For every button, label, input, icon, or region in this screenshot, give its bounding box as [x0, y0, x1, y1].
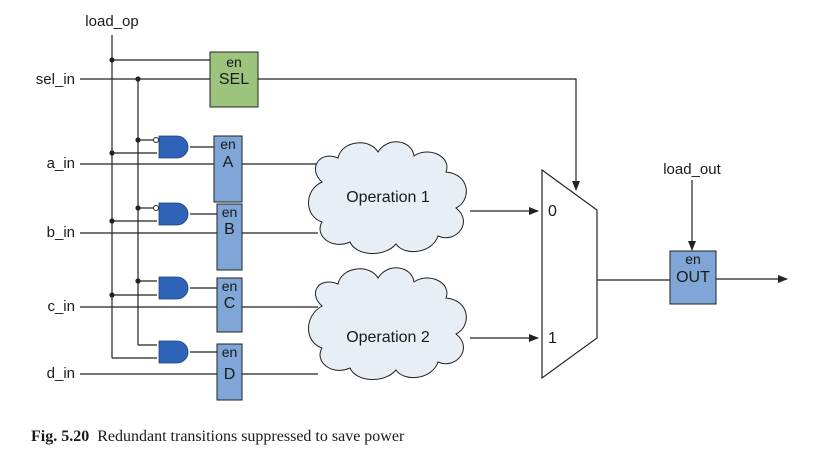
figure-caption: Fig. 5.20 Redundant transitions suppresse…	[31, 428, 404, 446]
junction-dots	[109, 57, 141, 298]
wires	[80, 35, 788, 375]
load-op-label: load_op	[85, 13, 138, 30]
junction-dot	[109, 292, 115, 298]
register-d-en-label: en	[222, 344, 238, 360]
register-sel-en-label: en	[226, 54, 242, 70]
junction-dot	[109, 57, 115, 63]
register-a: en A	[213, 135, 243, 203]
signal-labels: load_op sel_in a_in b_in c_in d_in load_…	[36, 13, 722, 382]
operation-1-label: Operation 1	[346, 189, 430, 206]
operation-clouds: Operation 1 Operation 2	[308, 141, 467, 380]
and-gate-a	[153, 135, 189, 159]
sel-in-label: sel_in	[36, 71, 75, 88]
mux-icon	[541, 168, 598, 380]
cloud-icon	[308, 141, 467, 254]
register-c-name: C	[224, 295, 236, 312]
and-gate-d	[158, 340, 189, 364]
register-out-name: OUT	[676, 269, 710, 286]
and-gates	[153, 135, 189, 364]
register-sel: en SEL	[209, 51, 259, 108]
multiplexer: 0 1	[541, 168, 598, 380]
and-gate-icon	[158, 202, 189, 226]
operation-2-cloud: Operation 2	[308, 267, 467, 380]
cloud-icon	[308, 267, 467, 380]
register-d-name: D	[224, 366, 236, 383]
junction-dot	[109, 218, 115, 224]
and-gate-icon	[158, 340, 189, 364]
register-c: en C	[216, 277, 243, 333]
sel-to-mux-wire	[258, 78, 580, 191]
register-b: en B	[216, 203, 243, 271]
registers: en SEL en A en B en C en D en OUT	[209, 51, 717, 401]
register-out-en-label: en	[685, 251, 701, 267]
and-gate-icon	[158, 135, 189, 159]
figure-caption-label: Fig. 5.20	[31, 428, 90, 445]
junction-dot	[109, 150, 115, 156]
inverter-bubble-icon	[153, 205, 159, 211]
and-gate-b	[153, 202, 189, 226]
a-in-label: a_in	[47, 155, 75, 172]
register-sel-name: SEL	[219, 71, 249, 88]
and-gate-icon	[158, 276, 189, 300]
register-a-en-label: en	[220, 136, 236, 152]
mux-input-0-label: 0	[548, 203, 557, 220]
load-out-label: load_out	[663, 161, 721, 178]
operation-1-cloud: Operation 1	[308, 141, 467, 254]
operation-2-label: Operation 2	[346, 329, 430, 346]
register-d: en D	[216, 343, 243, 401]
c-in-label: c_in	[47, 298, 75, 315]
register-b-en-label: en	[222, 204, 238, 220]
junction-dot	[135, 205, 141, 211]
junction-dot	[135, 137, 141, 143]
register-a-name: A	[223, 154, 234, 171]
register-out: en OUT	[669, 250, 717, 305]
circuit-diagram: en SEL en A en B en C en D en OUT	[36, 13, 788, 401]
b-in-label: b_in	[47, 224, 75, 241]
figure-caption-text: Redundant transitions suppressed to save…	[97, 428, 405, 445]
inverter-bubble-icon	[153, 137, 159, 143]
register-b-name: B	[224, 221, 235, 238]
d-in-label: d_in	[47, 365, 75, 382]
junction-dot	[135, 278, 141, 284]
junction-dot	[135, 76, 141, 82]
and-gate-c	[158, 276, 189, 300]
register-c-en-label: en	[222, 278, 238, 294]
mux-input-1-label: 1	[548, 330, 557, 347]
